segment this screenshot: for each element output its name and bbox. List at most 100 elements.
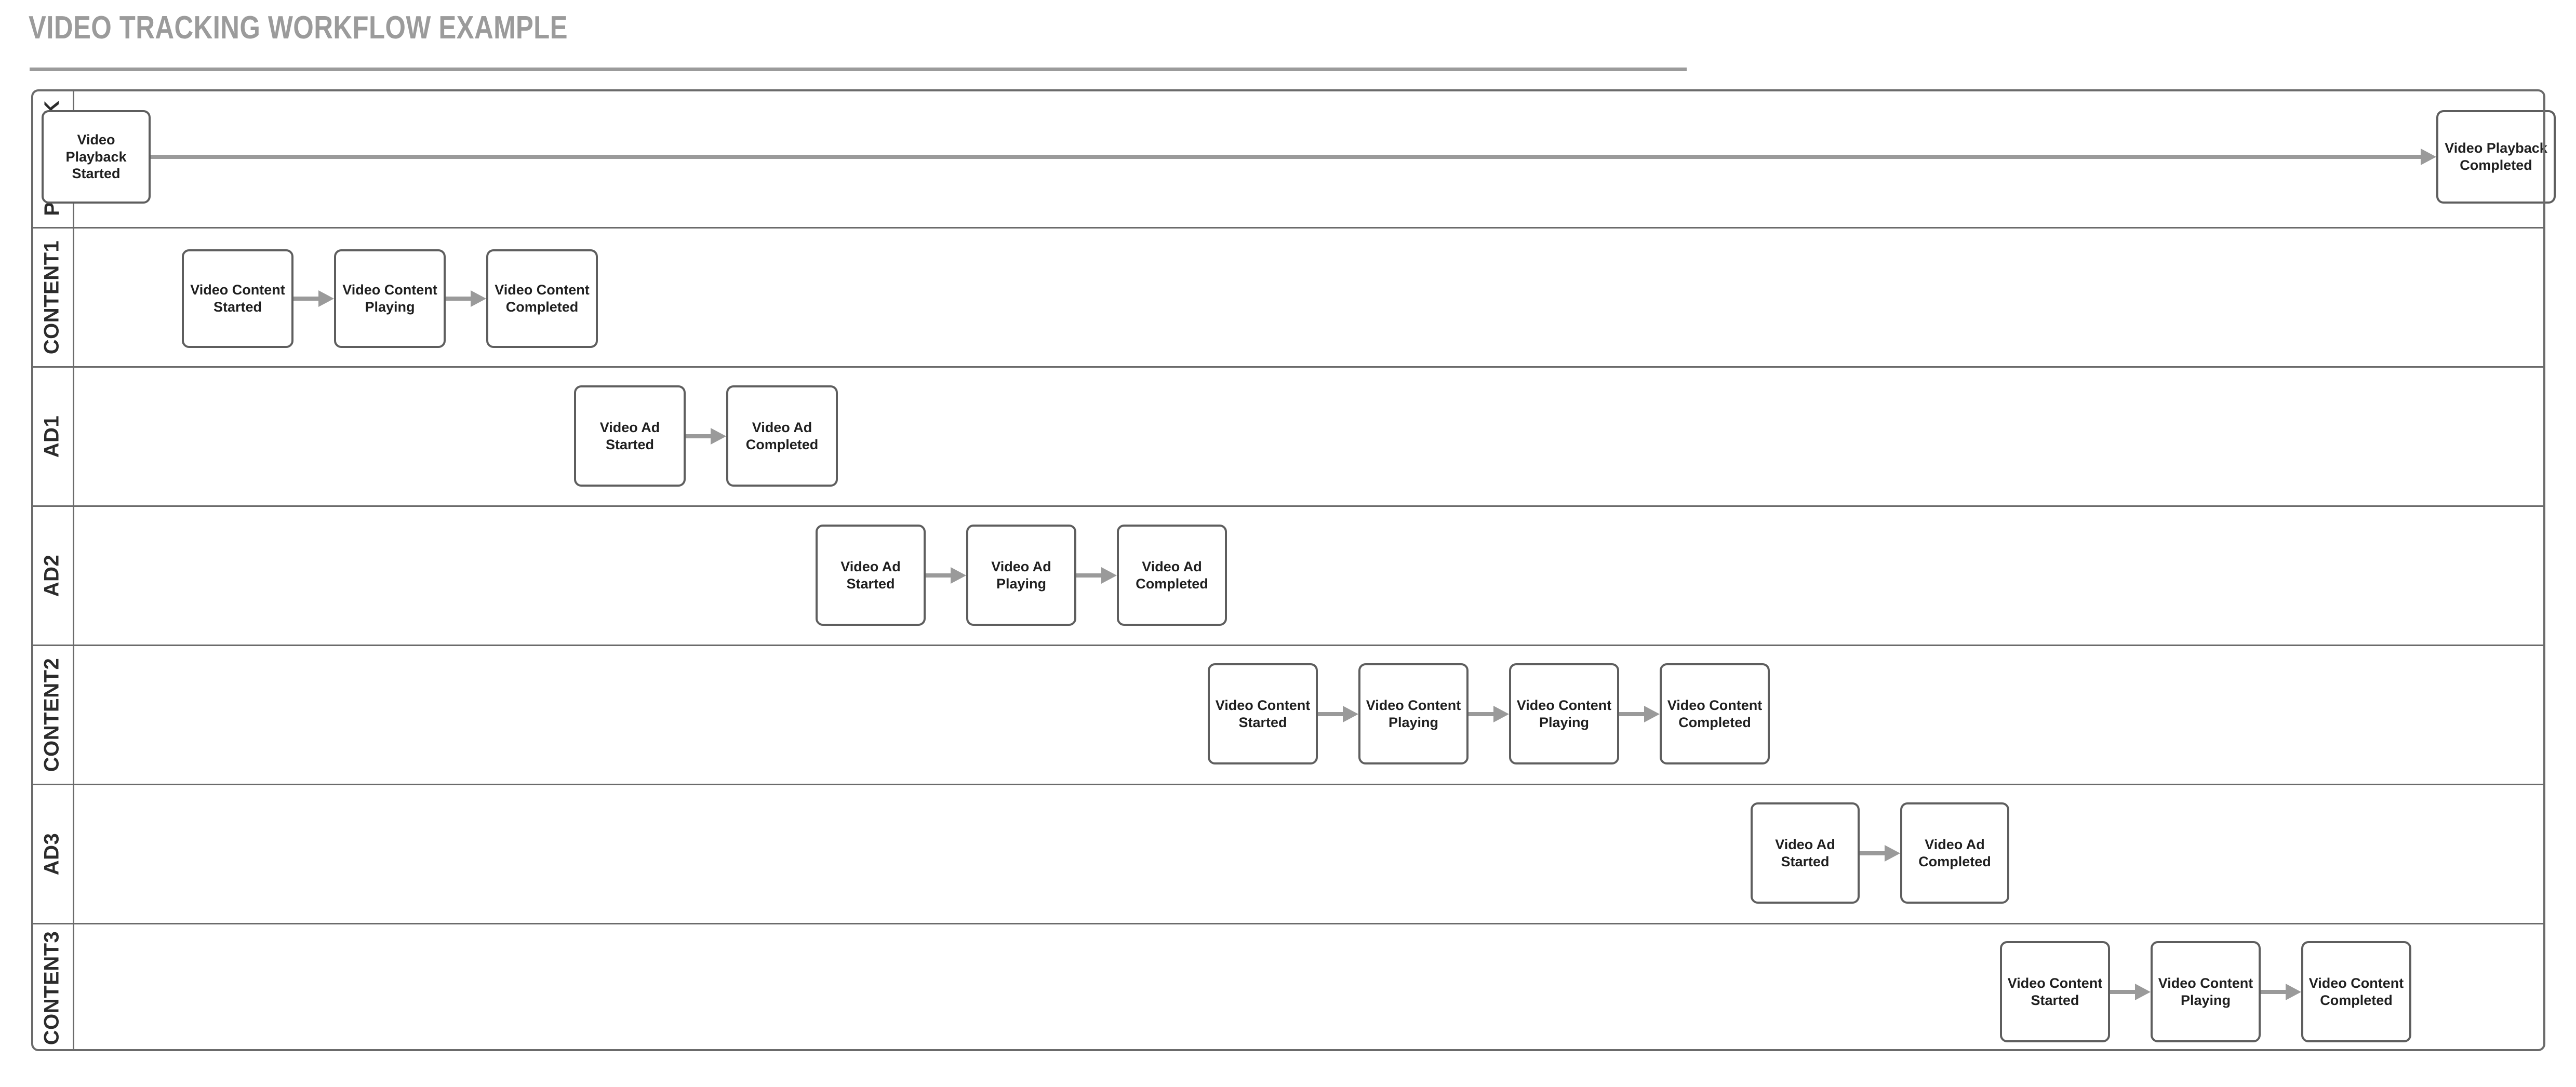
- arrow-shaft: [926, 573, 951, 578]
- task-content3-playing[interactable]: Video Content Playing: [2151, 941, 2261, 1042]
- task-label-line1: Video Ad: [752, 419, 812, 435]
- lane-ad2: AD2: [31, 507, 2545, 645]
- task-label-line2: Started: [1238, 714, 1287, 730]
- arrow-shaft: [1619, 712, 1644, 716]
- task-content3-started[interactable]: Video Content Started: [2000, 941, 2110, 1042]
- task-label-line2: Started: [213, 299, 262, 315]
- task-content2-started[interactable]: Video Content Started: [1208, 663, 1318, 764]
- arrow-head: [1493, 706, 1509, 722]
- task-ad3-started[interactable]: Video Ad Started: [1751, 802, 1860, 904]
- arrow-head: [2421, 149, 2436, 165]
- arrow-head: [1101, 567, 1117, 584]
- arrow-shaft: [151, 155, 2421, 159]
- page-title: VIDEO TRACKING WORKFLOW EXAMPLE: [29, 10, 568, 46]
- task-content1-started[interactable]: Video Content Started: [182, 249, 293, 348]
- lane-header-ad1: AD1: [31, 368, 73, 505]
- arrow-shaft: [1076, 573, 1101, 578]
- task-label-line2: Completed: [745, 436, 819, 452]
- lane-header-rule-content1: [73, 229, 74, 366]
- task-content2-completed[interactable]: Video Content Completed: [1660, 663, 1770, 764]
- arrow-shaft: [1860, 851, 1885, 855]
- task-content2-playing-2[interactable]: Video Content Playing: [1509, 663, 1619, 764]
- task-label-line2: Playing: [2180, 992, 2231, 1008]
- task-content2-playing-1[interactable]: Video Content Playing: [1358, 663, 1469, 764]
- arrow-shaft: [2261, 990, 2286, 994]
- task-label-line1: Video Content: [342, 282, 437, 298]
- task-label-line1: Video Content: [1215, 697, 1311, 713]
- arrow-head: [1644, 706, 1660, 722]
- arrow-shaft: [1469, 712, 1493, 716]
- arrow-ad3-1: [1860, 845, 1900, 862]
- lane-label-ad3: AD3: [40, 833, 63, 876]
- task-label-line1: Video Ad Started: [1775, 836, 1835, 869]
- title-area: VIDEO TRACKING WORKFLOW EXAMPLE: [0, 0, 2576, 78]
- task-ad1-started[interactable]: Video Ad Started: [574, 385, 686, 487]
- lane-header-ad3: AD3: [31, 785, 73, 923]
- arrow-ad2-1: [926, 567, 966, 584]
- task-video-playback-started[interactable]: Video Playback Started: [42, 110, 151, 204]
- lane-divider-4: [31, 645, 2545, 646]
- task-label-line2: Completed: [1918, 853, 1991, 869]
- lane-header-rule-content3: [73, 924, 74, 1051]
- arrow-head: [1885, 845, 1900, 862]
- arrow-head: [2286, 984, 2301, 1000]
- lane-ad3: AD3: [31, 785, 2545, 923]
- task-ad2-completed[interactable]: Video Ad Completed: [1117, 525, 1227, 626]
- task-label-line2: Started: [72, 166, 121, 182]
- task-label-line1: Video Content: [2007, 975, 2103, 991]
- task-label-line2: Completed: [505, 299, 579, 315]
- arrow-content3-1: [2110, 984, 2151, 1000]
- lane-divider-5: [31, 784, 2545, 785]
- arrow-shaft: [1318, 712, 1343, 716]
- task-ad3-completed[interactable]: Video Ad Completed: [1900, 802, 2009, 904]
- task-video-playback-completed[interactable]: Video Playback Completed: [2436, 110, 2556, 204]
- arrow-content3-2: [2261, 984, 2301, 1000]
- task-content3-completed[interactable]: Video Content Completed: [2301, 941, 2411, 1042]
- arrow-head: [318, 290, 334, 307]
- lane-label-content3: CONTENT3: [40, 931, 63, 1045]
- arrow-head: [951, 567, 966, 584]
- arrow-content1-2: [446, 290, 486, 307]
- arrow-shaft: [2110, 990, 2135, 994]
- lane-header-ad2: AD2: [31, 507, 73, 645]
- lane-header-content2: CONTENT2: [31, 646, 73, 784]
- task-ad1-completed[interactable]: Video Ad Completed: [726, 385, 838, 487]
- lane-header-rule-ad3: [73, 785, 74, 923]
- arrow-ad2-2: [1076, 567, 1117, 584]
- lane-divider-6: [31, 923, 2545, 924]
- arrow-head: [2135, 984, 2151, 1000]
- task-label-line1: Video Content: [190, 282, 285, 298]
- lane-label-ad1: AD1: [40, 415, 63, 458]
- lane-ad1: AD1: [31, 368, 2545, 505]
- arrow-head: [711, 428, 726, 445]
- arrow-shaft: [293, 297, 318, 301]
- task-label-line1: Video Ad: [1142, 558, 1202, 574]
- lane-label-content2: CONTENT2: [40, 657, 63, 772]
- task-label-line1: Video Ad: [1925, 836, 1985, 852]
- arrow-shaft: [446, 297, 471, 301]
- task-content1-completed[interactable]: Video Content Completed: [486, 249, 598, 348]
- arrow-shaft: [686, 434, 711, 438]
- task-label-line1: Video Ad Playing: [991, 558, 1051, 592]
- task-label-line2: Playing: [1539, 714, 1589, 730]
- arrow-head: [471, 290, 486, 307]
- task-label-line1: Video Playback: [2445, 140, 2547, 156]
- arrow-ad1-1: [686, 428, 726, 445]
- task-label-line1: Video Content: [495, 282, 590, 298]
- lane-header-content3: CONTENT3: [31, 924, 73, 1051]
- task-label-line1: Video Content: [2308, 975, 2404, 991]
- task-label-line1: Video Content: [1366, 697, 1461, 713]
- lane-header-rule-ad1: [73, 368, 74, 505]
- task-label-line1: Video Ad Started: [840, 558, 901, 592]
- swimlane-pool: PLAYBACK Video Playback Started Video Pl…: [31, 89, 2556, 1051]
- task-label-line2: Playing: [1388, 714, 1438, 730]
- task-ad2-started[interactable]: Video Ad Started: [816, 525, 926, 626]
- lane-label-content1: CONTENT1: [40, 240, 63, 355]
- task-content1-playing[interactable]: Video Content Playing: [334, 249, 446, 348]
- title-divider: [30, 68, 1687, 71]
- lane-label-ad2: AD2: [40, 554, 63, 597]
- arrow-content1-1: [293, 290, 334, 307]
- lane-header-rule-ad2: [73, 507, 74, 645]
- task-label-line2: Completed: [1678, 714, 1751, 730]
- task-ad2-playing[interactable]: Video Ad Playing: [966, 525, 1076, 626]
